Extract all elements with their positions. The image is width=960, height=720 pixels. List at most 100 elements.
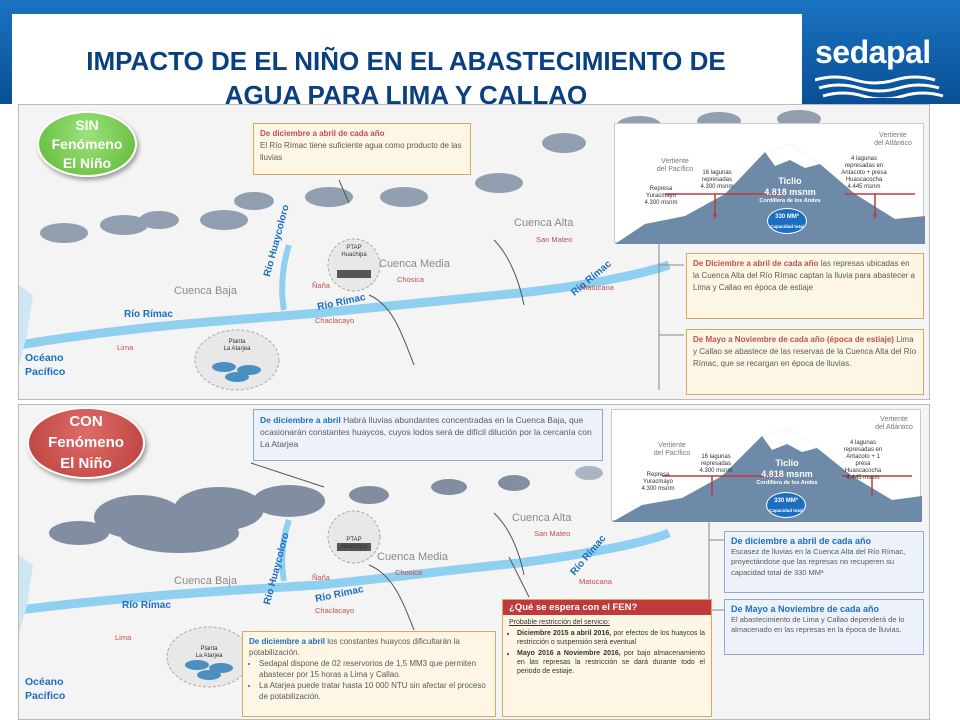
andes-mountain-illustration	[615, 144, 925, 244]
page-title: IMPACTO DE EL NIÑO EN EL ABASTECIMIENTO …	[26, 44, 786, 104]
fen-item-2: Mayo 2016 a Noviembre 2016, por bajo alm…	[517, 649, 705, 676]
oceano-line-2: Pacífico	[25, 690, 66, 702]
cap-line-1: 330 MM³	[775, 214, 799, 220]
nana-label: Ñaña	[312, 281, 330, 290]
con-bottom-callout: De diciembre a abril los constantes huay…	[242, 631, 496, 717]
sin-andes-diagram: Vertiente del Pacífico Vertiente del Atl…	[614, 123, 925, 244]
ptap-line-1: PTAP	[346, 537, 362, 543]
planta-line-1: Planta	[200, 646, 218, 652]
cuenca-media-label: Cuenca Media	[379, 258, 450, 270]
oceano-line-1: Océano	[25, 352, 64, 364]
represa-yuracmayo-label: Represa Yuracmayo 4.300 msnm	[638, 472, 678, 493]
coast-shape	[19, 285, 33, 365]
ptap-huachipa-label: PTAP Huachipa	[329, 537, 379, 551]
cuenca-media-label: Cuenca Media	[377, 551, 448, 563]
fen-item-1: Diciembre 2015 a abril 2016, por efectos…	[517, 629, 705, 647]
vertiente-atlantico-label: Vertiente del Atlántico	[872, 416, 916, 432]
info1-lead: De diciembre a abril de cada año	[731, 536, 872, 546]
l4-line-3: Antacoto + presa	[841, 170, 887, 176]
planta-line-1: Planta	[228, 339, 246, 345]
rio-rimac-label-1: Río Rímac	[122, 600, 171, 611]
info1-text: Escasez de lluvias en la Cuenca Alta del…	[731, 546, 906, 577]
va-line-1: Vertiente	[879, 132, 907, 139]
panel-sin-el-nino: SIN Fenómeno El Niño De diciembre a abri…	[18, 104, 930, 400]
badge-line-3: El Niño	[62, 155, 112, 171]
oceano-pacifico-label: Océano Pacífico	[25, 675, 65, 703]
badge-line-2: Fenómeno	[51, 136, 123, 152]
callout-lead: De diciembre a abril de cada año	[260, 129, 385, 138]
vp-line-2: del Pacífico	[656, 166, 694, 173]
matucana-label: Matucana	[581, 283, 614, 292]
callout-text: Habrá lluvias abundantes concentradas en…	[260, 415, 592, 449]
l16-line-1: 16 lagunas	[702, 170, 732, 176]
callout-text: El Río Rímac tiene suficiente agua como …	[260, 141, 462, 162]
con-info-may-nov: De Mayo a Noviembre de cada año El abast…	[724, 599, 924, 655]
l16-line-1: 16 lagunas	[701, 454, 731, 460]
title-line-1: IMPACTO DE EL NIÑO EN EL ABASTECIMIENTO …	[86, 46, 726, 76]
heavy-rain-clouds	[49, 475, 530, 553]
oceano-pacifico-label: Océano Pacífico	[25, 351, 65, 379]
represa-yuracmayo-label: Represa Yuracmayo 4.300 msnm	[641, 186, 681, 207]
vertiente-atlantico-label: Vertiente del Atlántico	[871, 132, 915, 148]
fen-item-2-text: por bajo almacenamiento en las represas …	[517, 650, 705, 675]
va-line-2: del Atlántico	[875, 424, 913, 431]
l4-line-5: Huascacocha	[844, 468, 882, 474]
cap-line-2: Capacidad total	[770, 224, 804, 229]
sin-info-may-nov: De Mayo a Noviembre de cada año (época d…	[686, 329, 924, 395]
con-info-dic-abr: De diciembre a abril de cada año Escasez…	[724, 531, 924, 593]
andes-mountain-illustration	[612, 428, 922, 522]
ptap-line-2: Huachipa	[341, 544, 367, 550]
sin-el-nino-badge: SIN Fenómeno El Niño	[37, 111, 137, 177]
ticlio-label: Ticlio 4.818 msnm Cordillera de los Ande…	[742, 458, 832, 487]
l4-line-2: represadas en	[843, 447, 883, 453]
con-map-illustration	[19, 412, 873, 688]
ptap-huachipa-label: PTAP Huachipa	[329, 245, 379, 259]
l4-line-1: 4 lagunas	[850, 156, 878, 162]
fen-expectation-box: ¿Qué se espera con el FEN? Probable rest…	[502, 599, 712, 717]
badge-line-1: CON	[69, 413, 103, 430]
cuenca-alta-label: Cuenca Alta	[512, 512, 572, 524]
lagunas-4-label: 4 lagunas represadas en Antacoto + 1 pre…	[834, 440, 892, 482]
capacity-badge: 330 MM³ Capacidad total	[767, 208, 807, 234]
l4-line-6: 4.445 msnm	[846, 475, 880, 481]
yur-line-1: Represa	[646, 472, 670, 478]
badge-line-1: SIN	[75, 117, 99, 133]
l4-line-4: Huascacocha	[845, 177, 883, 183]
bottom-callout-bullet-1: Sedapal dispone de 02 reservorios de 1,5…	[259, 658, 489, 680]
planta-line-2: La Atarjea	[195, 653, 223, 659]
fen-item-2-lead: Mayo 2016 a Noviembre 2016,	[517, 650, 621, 657]
yur-line-2: Yuracmayo	[645, 193, 676, 199]
coast-shape	[19, 555, 33, 635]
yur-line-3: 4.300 msnm	[641, 486, 675, 492]
vp-line-2: del Pacífico	[653, 450, 691, 457]
panel-con-el-nino: CON Fenómeno El Niño De diciembre a abri…	[18, 404, 930, 720]
badge-line-3: El Niño	[60, 455, 112, 472]
header-bar: IMPACTO DE EL NIÑO EN EL ABASTECIMIENTO …	[0, 0, 960, 104]
logo-waves-icon	[815, 75, 944, 98]
bottom-callout-bullet-2: La Atarjea puede tratar hasta 10 000 NTU…	[259, 680, 489, 702]
va-line-2: del Atlántico	[874, 140, 912, 147]
rio-rimac-river	[19, 528, 671, 615]
title-box: IMPACTO DE EL NIÑO EN EL ABASTECIMIENTO …	[12, 14, 802, 104]
con-el-nino-badge: CON Fenómeno El Niño	[27, 407, 145, 479]
lagunas-4-label: 4 lagunas represadas en Antacoto + presa…	[833, 156, 895, 191]
cuenca-alta-label: Cuenca Alta	[514, 217, 574, 229]
san-mateo-label: San Mateo	[534, 529, 571, 538]
cuenca-baja-label: Cuenca Baja	[174, 575, 237, 587]
cap-line-2: Capacidad total	[769, 508, 803, 513]
l4-line-4: presa	[855, 461, 871, 467]
ptap-line-1: PTAP	[346, 245, 362, 251]
vp-line-1: Vertiente	[658, 442, 686, 449]
cap-line-1: 330 MM³	[774, 498, 798, 504]
info2-text: El abastecimiento de Lima y Callao depen…	[731, 614, 905, 635]
nana-label: Ñaña	[312, 573, 330, 582]
ticlio-line-2: 4.818 msnm	[764, 187, 816, 197]
info1-text: las represas ubicadas en la Cuenca Alta …	[693, 259, 915, 292]
rio-rimac-river	[19, 260, 671, 350]
con-rain-callout: De diciembre a abril Habrá lluvias abund…	[253, 409, 603, 461]
l4-line-3: Antacoto + 1	[846, 454, 880, 460]
bottom-callout-lead: De diciembre a abril	[249, 637, 326, 646]
rio-huaycoloro-river	[279, 244, 292, 311]
va-line-1: Vertiente	[880, 416, 908, 423]
